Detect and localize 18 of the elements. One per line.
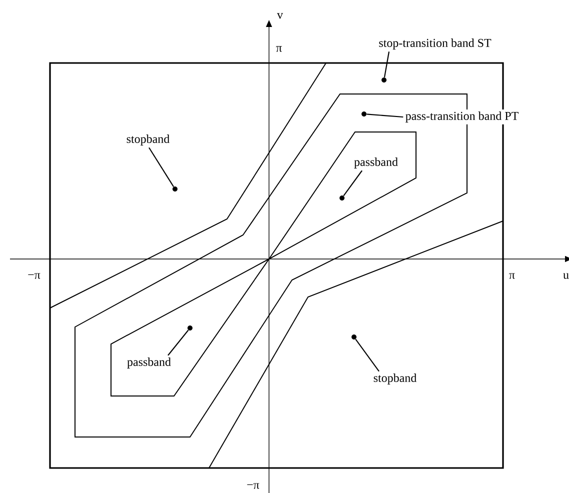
leader-line xyxy=(355,338,380,372)
axis-label: v xyxy=(277,13,284,19)
leader-line xyxy=(148,147,174,187)
leader-line xyxy=(343,170,362,196)
tick-label: π xyxy=(509,273,515,279)
region-label: stopband xyxy=(124,132,172,148)
axis-label: u xyxy=(563,273,569,279)
region-label: passband xyxy=(125,356,173,370)
region-label: stop-transition band ST xyxy=(376,36,494,52)
leader-line xyxy=(168,330,189,356)
tick-label: −π xyxy=(247,483,260,489)
tick-label: −π xyxy=(28,273,40,279)
leader-line xyxy=(366,114,404,118)
tick-label: π xyxy=(276,46,282,52)
region-label: stopband xyxy=(371,372,419,386)
region-label: pass-transition band PT xyxy=(403,110,521,124)
region-label: passband xyxy=(352,156,400,170)
leader-line xyxy=(384,52,390,78)
